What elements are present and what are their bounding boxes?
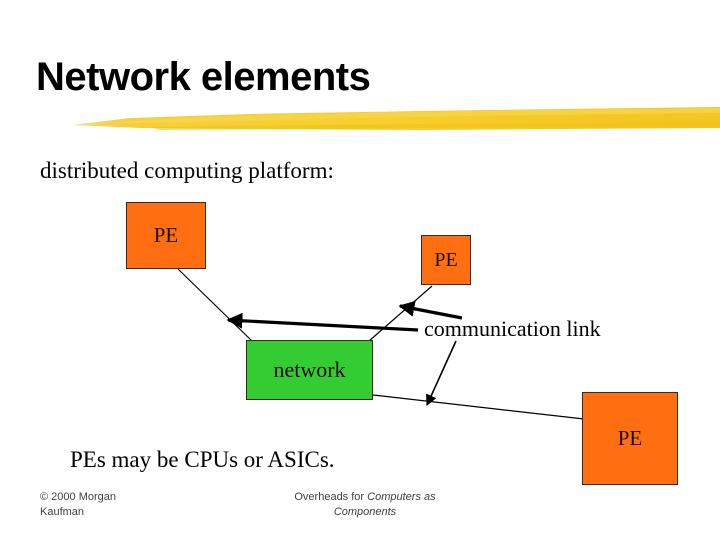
brush-stroke-decoration xyxy=(72,107,720,130)
link-pe1-network xyxy=(177,268,253,342)
pe-box-3: PE xyxy=(582,392,678,485)
footer-copyright: © 2000 Morgan Kaufman xyxy=(40,490,190,520)
footer-copyright-line-1: © 2000 Morgan xyxy=(40,491,116,503)
pe-box-1-label: PE xyxy=(153,223,179,247)
pe-box-2-label: PE xyxy=(434,248,458,271)
network-box-label: network xyxy=(273,357,346,382)
footer-credit-prefix: Overheads for xyxy=(294,491,368,503)
link-network-pe3 xyxy=(372,394,585,420)
pe-box-3-label: PE xyxy=(617,426,643,450)
footer-credit-title-line-2: Components xyxy=(333,506,397,518)
network-box: network xyxy=(246,340,373,400)
footer-credit: Overheads for Computers as Components xyxy=(250,490,480,520)
pe-box-1: PE xyxy=(126,202,206,269)
annotation-arrow-lower xyxy=(426,340,457,407)
footer-copyright-line-2: Kaufman xyxy=(40,506,85,518)
footer-credit-line-1: Overheads for Computers as xyxy=(250,490,480,505)
communication-link-annotation: communication link xyxy=(424,316,601,341)
footer-credit-title-line-1: Computers as xyxy=(367,491,436,503)
note-text: PEs may be CPUs or ASICs. xyxy=(70,447,335,472)
pe-box-2: PE xyxy=(421,235,471,285)
link-pe2-network xyxy=(368,285,433,342)
annotation-arrow-left xyxy=(226,312,419,332)
page-title: Network elements xyxy=(36,55,371,99)
subhead-text: distributed computing platform: xyxy=(40,158,334,183)
